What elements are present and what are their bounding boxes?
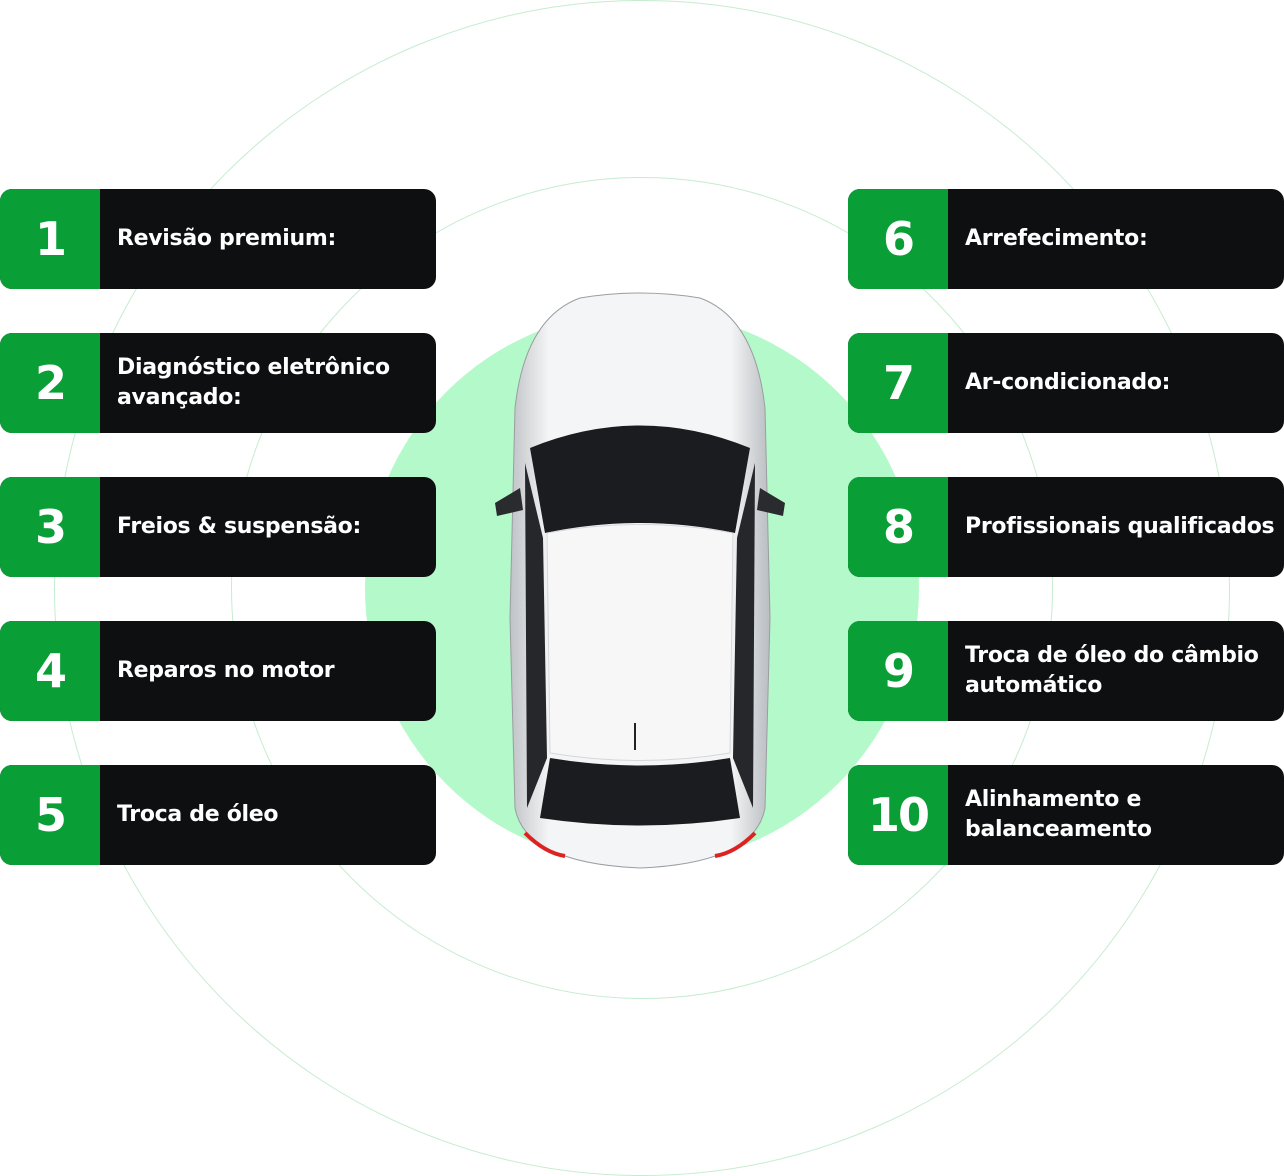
service-label: Arrefecimento: xyxy=(965,226,1148,251)
service-number: 7 xyxy=(848,333,948,433)
middle-ring xyxy=(231,177,1053,999)
service-label: Diagnóstico eletrônico avançado: xyxy=(117,355,390,410)
service-card-2: 2 Diagnóstico eletrônico avançado: xyxy=(0,333,436,433)
service-label: Alinhamento e balanceamento xyxy=(965,787,1152,842)
service-label: Troca de óleo do câmbio automático xyxy=(965,643,1259,698)
service-number: 2 xyxy=(0,333,100,433)
service-number: 3 xyxy=(0,477,100,577)
service-card-7: 7 Ar-condicionado: xyxy=(848,333,1284,433)
car-top-view-image xyxy=(495,292,785,869)
service-label: Freios & suspensão: xyxy=(117,514,361,539)
service-label: Profissionais qualificados xyxy=(965,514,1275,539)
service-number: 1 xyxy=(0,189,100,289)
service-number: 9 xyxy=(848,621,948,721)
service-card-5: 5 Troca de óleo xyxy=(0,765,436,865)
service-card-9: 9 Troca de óleo do câmbio automático xyxy=(848,621,1284,721)
service-label: Troca de óleo xyxy=(117,802,279,827)
service-number: 5 xyxy=(0,765,100,865)
service-number: 10 xyxy=(848,765,948,865)
service-card-1: 1 Revisão premium: xyxy=(0,189,436,289)
service-label: Revisão premium: xyxy=(117,226,337,251)
service-number: 4 xyxy=(0,621,100,721)
service-number: 6 xyxy=(848,189,948,289)
service-label: Ar-condicionado: xyxy=(965,370,1171,395)
service-card-3: 3 Freios & suspensão: xyxy=(0,477,436,577)
service-card-8: 8 Profissionais qualificados xyxy=(848,477,1284,577)
service-card-6: 6 Arrefecimento: xyxy=(848,189,1284,289)
service-label: Reparos no motor xyxy=(117,658,335,683)
service-card-4: 4 Reparos no motor xyxy=(0,621,436,721)
service-number: 8 xyxy=(848,477,948,577)
service-card-10: 10 Alinhamento e balanceamento xyxy=(848,765,1284,865)
